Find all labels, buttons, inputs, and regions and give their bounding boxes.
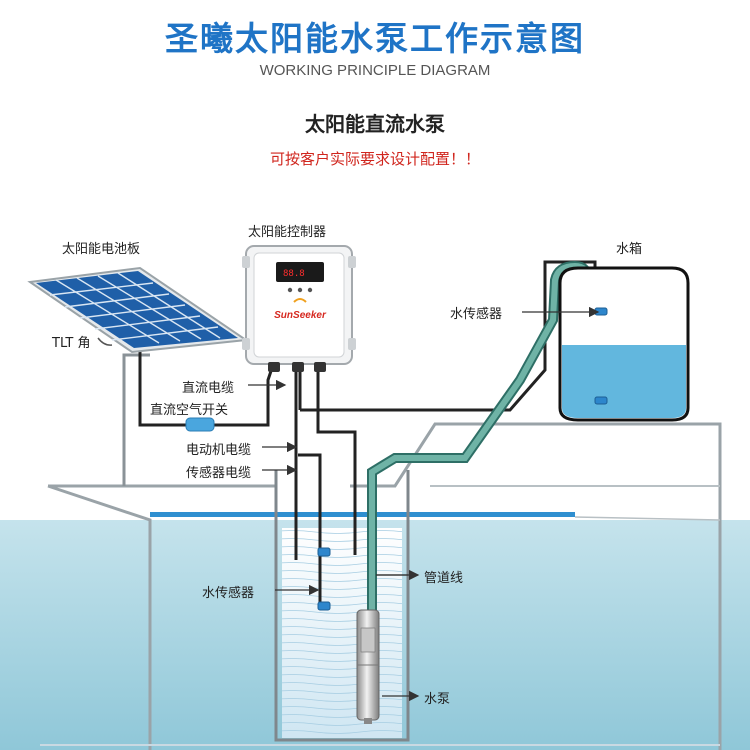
ground-outline [47,422,722,750]
well-casing [274,470,410,742]
svg-text:88.8: 88.8 [283,269,305,279]
solar-panel [27,266,249,354]
label-pump: 水泵 [424,692,451,707]
label-pipeline: 管道线 [424,571,464,586]
label-tank-sensor: 水传感器 [450,307,503,322]
label-dc-cable: 直流电缆 [182,381,235,396]
label-sensor-cable: 传感器电缆 [186,466,252,481]
panel-support [122,353,150,486]
label-well-sensor: 水传感器 [202,586,255,601]
controller-brand-logo: SunSeeker [274,310,327,321]
label-controller: 太阳能控制器 [248,225,327,240]
label-pointers [248,306,600,702]
label-dc-breaker: 直流空气开关 [150,403,229,418]
label-motor-cable: 电动机电缆 [186,443,252,458]
label-tilt-angle: TLT 角 [52,336,91,351]
tilt-angle-arc [97,337,113,346]
diagram-title: 圣曦太阳能水泵工作示意图 [165,19,585,58]
dc-breaker [185,417,215,432]
diagram-subtitle: WORKING PRINCIPLE DIAGRAM [259,62,491,79]
submersible-pump [356,609,380,724]
product-title: 太阳能直流水泵 [305,112,445,136]
label-water-tank: 水箱 [616,242,643,257]
water-tank [558,266,690,422]
dc-cable [138,352,274,427]
solar-controller: 88.8 [242,245,356,372]
well-sensors [317,547,331,611]
label-solar-panel: 太阳能电池板 [62,242,141,257]
custom-config-note: 可按客户实际要求设计配置！！ [269,150,480,168]
